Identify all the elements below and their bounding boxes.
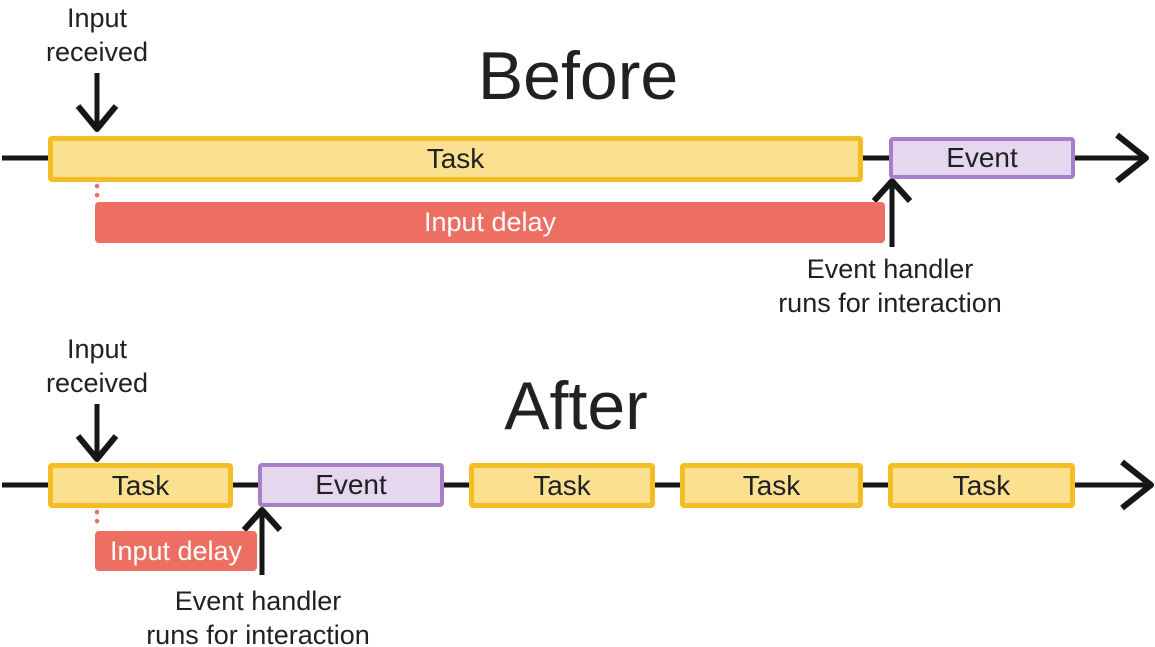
before-event-bar: Event bbox=[889, 137, 1075, 179]
after-task-4-label: Task bbox=[952, 469, 1011, 501]
after-event-handler-line1: Event handler bbox=[174, 586, 342, 616]
after-event-handler-line2: runs for interaction bbox=[146, 620, 370, 647]
after-input-received-label: Input received bbox=[7, 332, 187, 400]
after-task-bar-1: Task bbox=[48, 463, 233, 508]
before-task-label: Task bbox=[426, 143, 485, 174]
after-task-bar-3: Task bbox=[680, 463, 863, 508]
after-event-handler-label: Event handler runs for interaction bbox=[108, 584, 408, 647]
after-task-2-label: Task bbox=[533, 469, 591, 501]
before-input-delay-bar: Input delay bbox=[95, 202, 885, 243]
after-title: After bbox=[504, 368, 648, 444]
after-handler-arrowhead-icon bbox=[241, 507, 283, 533]
before-input-received-label: Input received bbox=[7, 1, 187, 69]
after-input-received-line1: Input bbox=[66, 334, 128, 364]
before-handler-arrowhead-icon bbox=[871, 178, 913, 204]
before-title: Before bbox=[477, 38, 679, 114]
before-input-delay-label: Input delay bbox=[423, 207, 557, 237]
before-input-received-line2: received bbox=[45, 37, 149, 67]
before-event-handler-line2: runs for interaction bbox=[778, 288, 1002, 318]
after-input-delay-label: Input delay bbox=[109, 535, 243, 566]
after-input-received-line2: received bbox=[45, 368, 149, 398]
after-input-arrowhead-icon bbox=[75, 434, 119, 462]
after-task-bar-4: Task bbox=[888, 463, 1075, 508]
before-event-handler-line1: Event handler bbox=[806, 254, 974, 284]
after-task-bar-2: Task bbox=[469, 463, 655, 508]
before-timeline-arrowhead-icon bbox=[1115, 132, 1149, 184]
after-event-label: Event bbox=[315, 469, 387, 500]
after-timeline-arrowhead-icon bbox=[1120, 459, 1154, 511]
before-event-handler-label: Event handler runs for interaction bbox=[740, 252, 1040, 320]
before-input-received-line1: Input bbox=[66, 3, 128, 33]
after-event-bar: Event bbox=[258, 463, 444, 507]
after-task-3-label: Task bbox=[742, 469, 801, 501]
after-task-1-label: Task bbox=[111, 469, 170, 501]
after-input-delay-bar: Input delay bbox=[95, 531, 257, 571]
before-task-bar: Task bbox=[48, 136, 863, 182]
before-event-label: Event bbox=[946, 142, 1018, 173]
before-input-arrowhead-icon bbox=[75, 104, 119, 132]
